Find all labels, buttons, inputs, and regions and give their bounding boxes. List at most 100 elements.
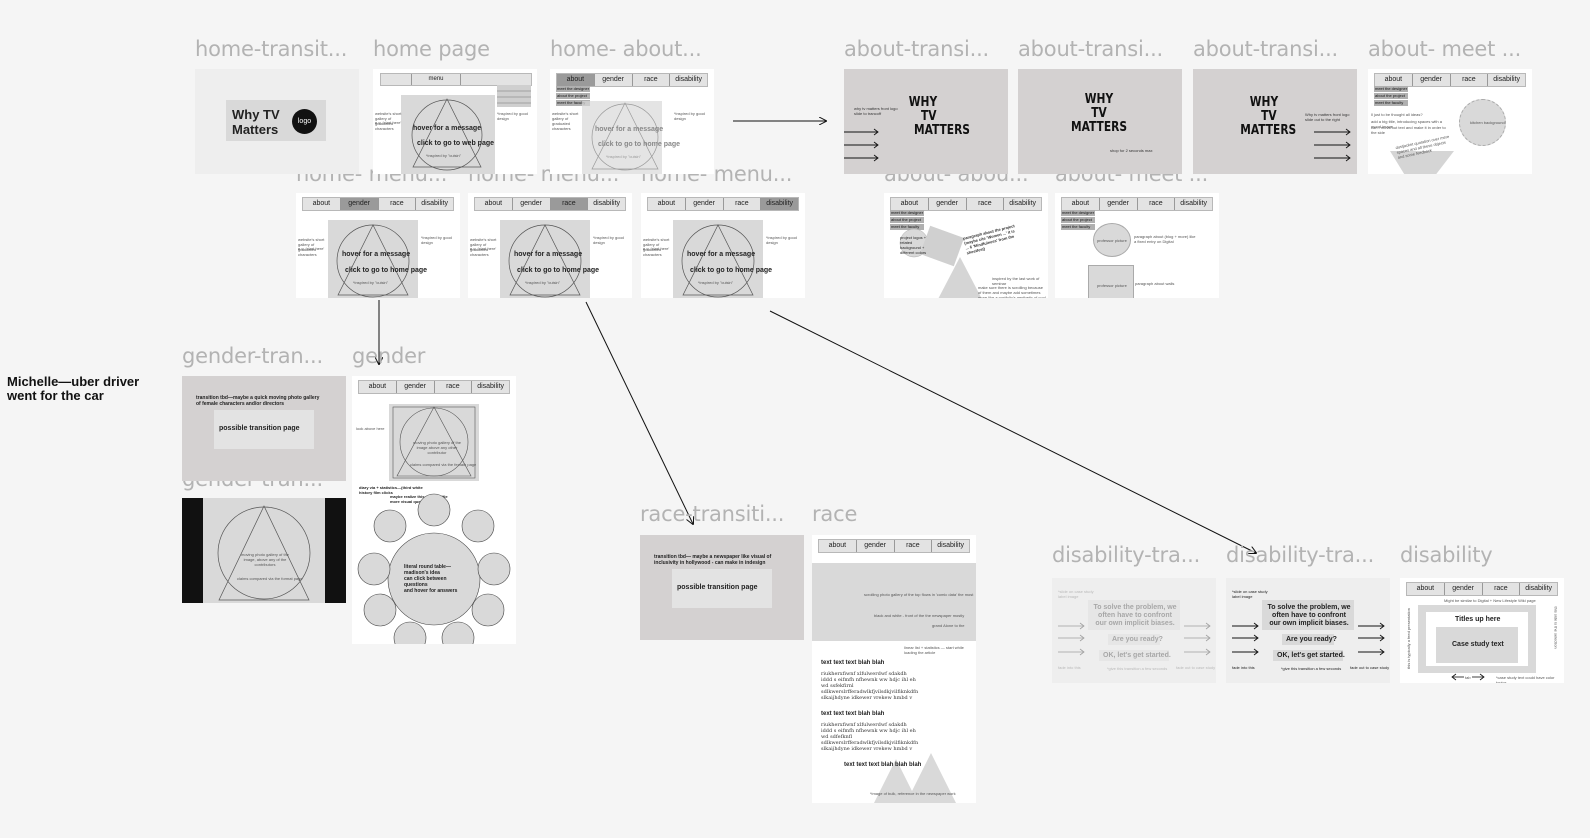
nav-about[interactable]: about [891, 198, 929, 210]
nav-race[interactable]: race [435, 381, 473, 393]
frame-label-disability[interactable]: disability [1400, 543, 1493, 567]
nav-gender[interactable]: gender [513, 198, 551, 210]
about-dropdown[interactable]: meet the designer about the project meet… [1374, 86, 1408, 107]
nav-race[interactable]: race [550, 198, 589, 210]
ready-text[interactable]: Are you ready? [1112, 636, 1163, 643]
menu-meet-designer[interactable]: meet the designer [1374, 86, 1408, 92]
pager-label[interactable]: tab [1465, 675, 1471, 680]
frame-about-meet-mid[interactable]: about gender race disability meet the de… [1055, 193, 1219, 298]
nav-race[interactable]: race [633, 74, 671, 86]
menu-meet-faculty[interactable]: meet the faculty [890, 224, 924, 230]
nav-bar[interactable]: about gender race disability [358, 380, 510, 394]
click-web-text[interactable]: click to go to web page [417, 140, 495, 147]
ready-text[interactable]: Are you ready? [1286, 636, 1337, 643]
nav-bar[interactable]: about gender race disability [1374, 73, 1526, 87]
menu-meet-designer[interactable]: meet the designer [1061, 210, 1095, 216]
frame-home-about[interactable]: about gender race disability meet the de… [550, 69, 714, 174]
nav-race[interactable]: race [895, 540, 933, 552]
frame-label-about-transition-1[interactable]: about-transi... [844, 37, 990, 61]
nav-gender[interactable]: gender [857, 540, 895, 552]
click-home-text[interactable]: click to go to home page [345, 267, 428, 274]
nav-about[interactable]: about [557, 74, 595, 86]
menu-meet-faculty[interactable]: meet the faculty [1374, 100, 1408, 106]
click-home-text[interactable]: click to go to home page [690, 267, 773, 274]
hover-message-text[interactable]: hover for a message [413, 125, 482, 132]
nav-race[interactable]: race [1483, 583, 1521, 595]
nav-gender[interactable]: gender [397, 381, 435, 393]
hover-message-text[interactable]: hover for a message [687, 251, 756, 258]
nav-gender[interactable]: gender [929, 198, 967, 210]
menu-about-project[interactable]: about the project [1061, 217, 1095, 223]
frame-about-about[interactable]: about gender race disability meet the de… [884, 193, 1048, 298]
frame-label-gender-transition-1[interactable]: gender-tran... [182, 344, 323, 368]
click-home-text[interactable]: click to go to home page [517, 267, 600, 274]
about-dropdown[interactable]: meet the designer about the project meet… [1061, 210, 1095, 231]
nav-race[interactable]: race [1451, 74, 1489, 86]
hover-message-text[interactable]: hover for a message [514, 251, 583, 258]
hover-message-text[interactable]: hover for a message [342, 251, 411, 258]
frame-gender-transition-2[interactable]: moving photo gallery of the image, above… [182, 498, 346, 603]
nav-disability[interactable]: disability [937, 542, 965, 549]
nav-disability[interactable]: disability [1180, 200, 1208, 207]
nav-gender[interactable]: gender [1445, 583, 1483, 595]
frame-disability-page[interactable]: about gender race disability Might be si… [1400, 578, 1564, 683]
frame-label-race-transition[interactable]: race-transiti... [640, 502, 785, 526]
frame-about-transition-2[interactable]: WHY TV MATTERS shop for 2 seconds max [1018, 69, 1182, 174]
menu-about-project[interactable]: about the project [556, 93, 590, 99]
nav-disability[interactable]: disability [1009, 200, 1037, 207]
frame-home-menu-1[interactable]: about gender race disability hover for a… [296, 193, 460, 298]
menu-bar[interactable]: menu [380, 73, 532, 86]
nav-about[interactable]: about [1407, 583, 1445, 595]
nav-about[interactable]: about [648, 198, 686, 210]
menu-meet-designer[interactable]: meet the designer [556, 86, 590, 92]
frame-label-gender[interactable]: gender [352, 344, 426, 368]
menu-about-project[interactable]: about the project [1374, 93, 1408, 99]
frame-label-disability-transition-1[interactable]: disability-tra... [1052, 543, 1201, 567]
frame-label-home-about[interactable]: home- about... [550, 37, 702, 61]
frame-about-transition-1[interactable]: WHY TV MATTERS why tv matters front logo… [844, 69, 1008, 174]
frame-home-page[interactable]: menu hover for a message click to go to … [373, 69, 537, 174]
nav-disability[interactable]: disability [1493, 76, 1521, 83]
nav-about[interactable]: about [359, 381, 397, 393]
frame-label-about-meet-top[interactable]: about- meet ... [1368, 37, 1522, 61]
nav-bar[interactable]: about gender race disability [1061, 197, 1213, 211]
nav-gender[interactable]: gender [1413, 74, 1451, 86]
nav-disability[interactable]: disability [1525, 585, 1553, 592]
frame-label-disability-transition-2[interactable]: disability-tra... [1226, 543, 1375, 567]
nav-disability[interactable]: disability [593, 200, 621, 207]
nav-disability[interactable]: disability [477, 383, 505, 390]
nav-race[interactable]: race [379, 198, 417, 210]
frame-label-home-page[interactable]: home page [373, 37, 490, 61]
menu-meet-faculty[interactable]: meet the faculty [556, 100, 590, 106]
nav-bar[interactable]: about gender race disability [818, 539, 970, 553]
menu-about-project[interactable]: about the project [890, 217, 924, 223]
frame-gender-page[interactable]: about gender race disability moving phot… [352, 376, 516, 644]
nav-bar[interactable]: about gender race disability [474, 197, 626, 211]
menu-meet-designer[interactable]: meet the designer [890, 210, 924, 216]
frame-race-page[interactable]: about gender race disability scrolling p… [812, 535, 976, 803]
frame-disability-transition-2[interactable]: *slide on case study label image To solv… [1226, 578, 1390, 683]
click-home-text[interactable]: click to go to home page [598, 141, 681, 148]
frame-about-meet-top[interactable]: about gender race disability meet the de… [1368, 69, 1532, 174]
start-text[interactable]: OK, let's get started. [1103, 652, 1171, 659]
hover-message-text[interactable]: hover for a message [595, 126, 664, 133]
frame-label-home-transition[interactable]: home-transit... [195, 37, 348, 61]
menu-button[interactable]: menu [411, 74, 461, 85]
menu-dropdown[interactable] [497, 85, 531, 107]
frame-label-race[interactable]: race [812, 502, 858, 526]
nav-disability[interactable]: disability [761, 198, 798, 210]
nav-gender[interactable]: gender [340, 198, 379, 210]
frame-label-about-transition-2[interactable]: about-transi... [1018, 37, 1164, 61]
menu-meet-faculty[interactable]: meet the faculty [1061, 224, 1095, 230]
nav-race[interactable]: race [724, 198, 762, 210]
nav-disability[interactable]: disability [421, 200, 449, 207]
nav-bar[interactable]: about gender race disability [556, 73, 708, 87]
frame-gender-transition-1[interactable]: transition tbd—maybe a quick moving phot… [182, 376, 346, 481]
nav-disability[interactable]: disability [675, 76, 703, 83]
frame-home-menu-3[interactable]: about gender race disability hover for a… [641, 193, 805, 298]
nav-about[interactable]: about [475, 198, 513, 210]
nav-bar[interactable]: about gender race disability [890, 197, 1042, 211]
nav-bar[interactable]: about gender race disability [647, 197, 799, 211]
round-table-label[interactable]: literal round table— madison's idea can … [404, 564, 464, 594]
about-dropdown[interactable]: meet the designer about the project meet… [556, 86, 590, 107]
